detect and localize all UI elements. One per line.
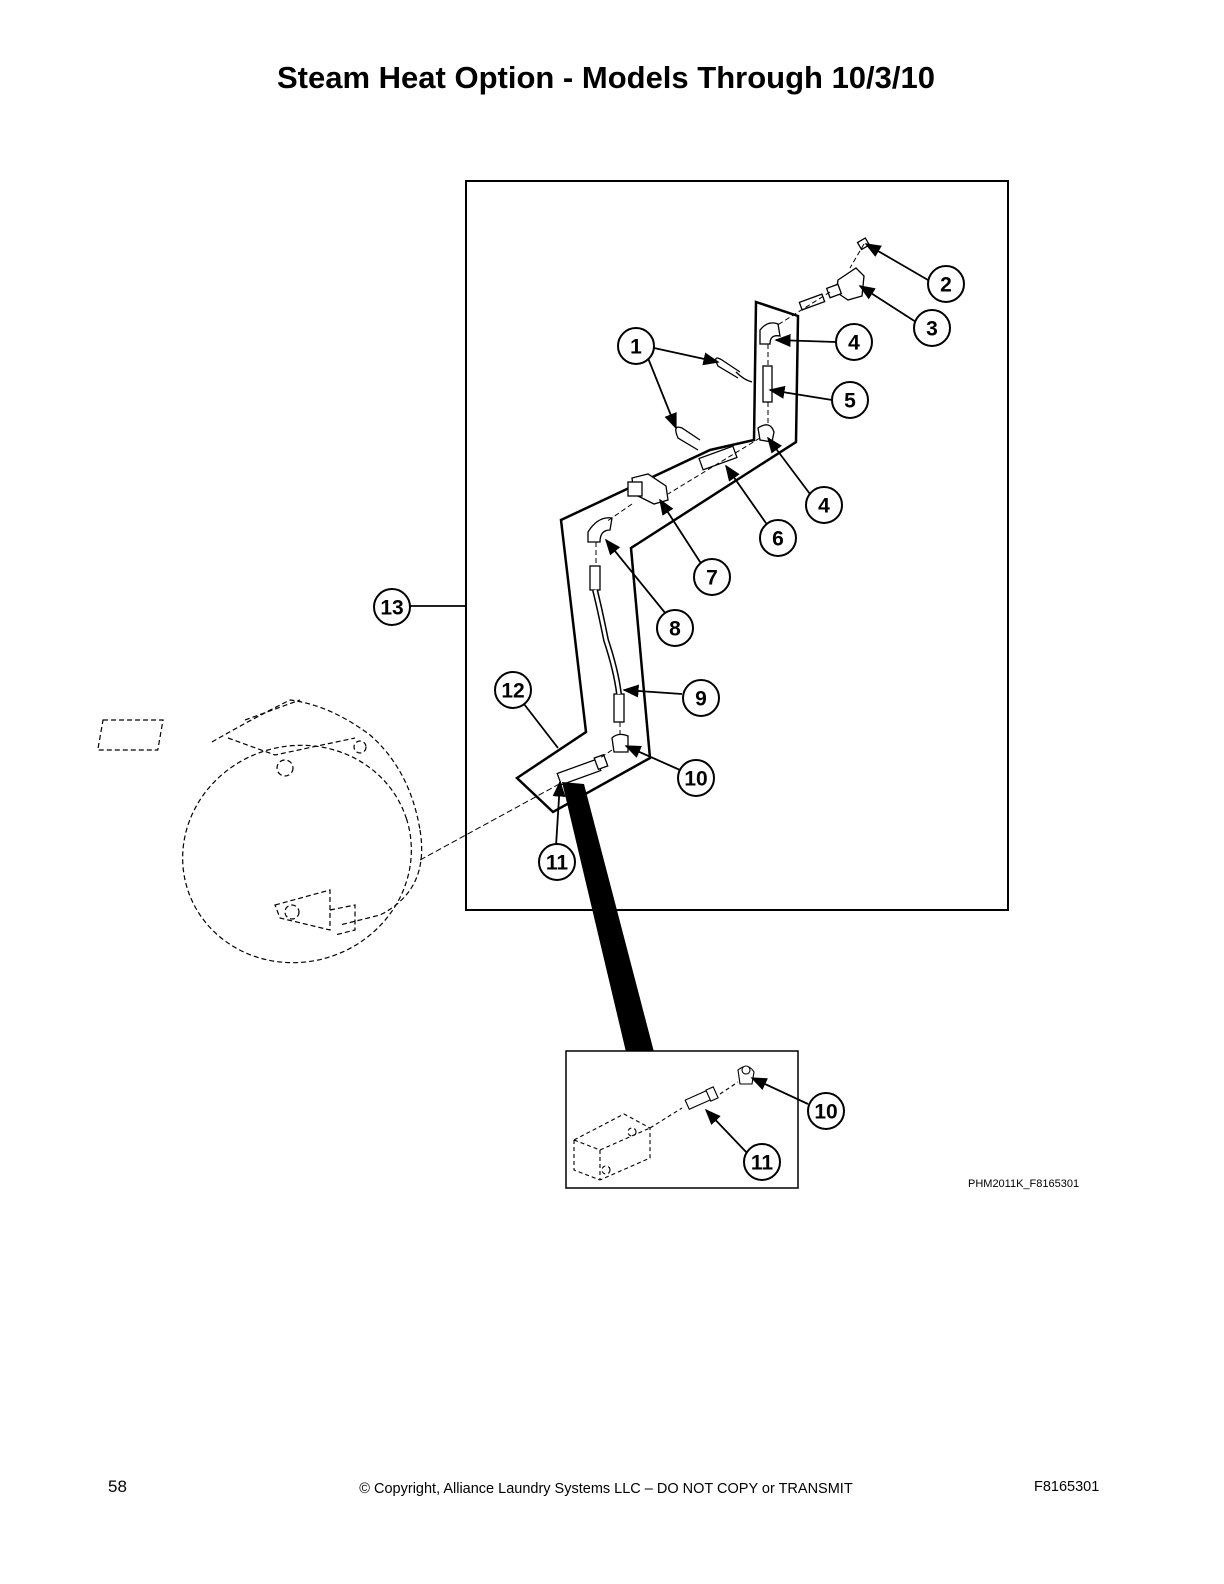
inset-parts — [573, 1065, 755, 1181]
callout-6-circle — [759, 519, 797, 557]
copyright-notice: © Copyright, Alliance Laundry Systems LL… — [359, 1481, 853, 1497]
callout-10-detail: 10 — [814, 1101, 837, 1124]
callout-7-circle — [693, 558, 731, 596]
callout-11: 11 — [546, 852, 569, 875]
callout-13: 13 — [380, 597, 403, 620]
pipe-parts — [556, 237, 871, 786]
callout-9-circle — [682, 679, 720, 717]
callout-10-circle — [677, 759, 715, 797]
main-frame — [465, 180, 1009, 911]
callout-3: 3 — [926, 318, 938, 341]
callout-8: 8 — [669, 618, 681, 641]
callout-circles — [373, 265, 965, 1181]
callout-9: 9 — [695, 688, 707, 711]
callout-4b-circle — [805, 486, 843, 524]
callout-1-circle — [617, 327, 655, 365]
callout-10-detail-circle — [807, 1092, 845, 1130]
callout-7: 7 — [706, 567, 718, 590]
callout-5: 5 — [844, 390, 856, 413]
callout-2-circle — [927, 265, 965, 303]
callout-8-circle — [656, 609, 694, 647]
callout-11-detail: 11 — [751, 1152, 774, 1175]
callout-10: 10 — [684, 768, 707, 791]
callout-12-circle — [494, 671, 532, 709]
panel-outline — [515, 300, 800, 814]
figure-code: PHM2011K_F8165301 — [968, 1178, 1080, 1190]
callout-1: 1 — [630, 336, 642, 359]
callout-6: 6 — [772, 528, 784, 551]
document-number: F8165301 — [1034, 1479, 1100, 1495]
callout-5-circle — [831, 381, 869, 419]
drum-cylinder — [97, 699, 423, 964]
callout-4a: 4 — [848, 332, 860, 355]
callout-11-circle — [538, 843, 576, 881]
zoom-wedge — [562, 782, 654, 1052]
callout-2: 2 — [940, 274, 952, 297]
callout-13-circle — [373, 588, 411, 626]
callout-11-detail-circle — [743, 1143, 781, 1181]
page-title: Steam Heat Option - Models Through 10/3/… — [277, 60, 935, 95]
callout-12: 12 — [501, 680, 524, 703]
callout-4b: 4 — [818, 495, 830, 518]
callout-4a-circle — [835, 323, 873, 361]
callout-3-circle — [913, 309, 951, 347]
page-number: 58 — [108, 1477, 127, 1496]
